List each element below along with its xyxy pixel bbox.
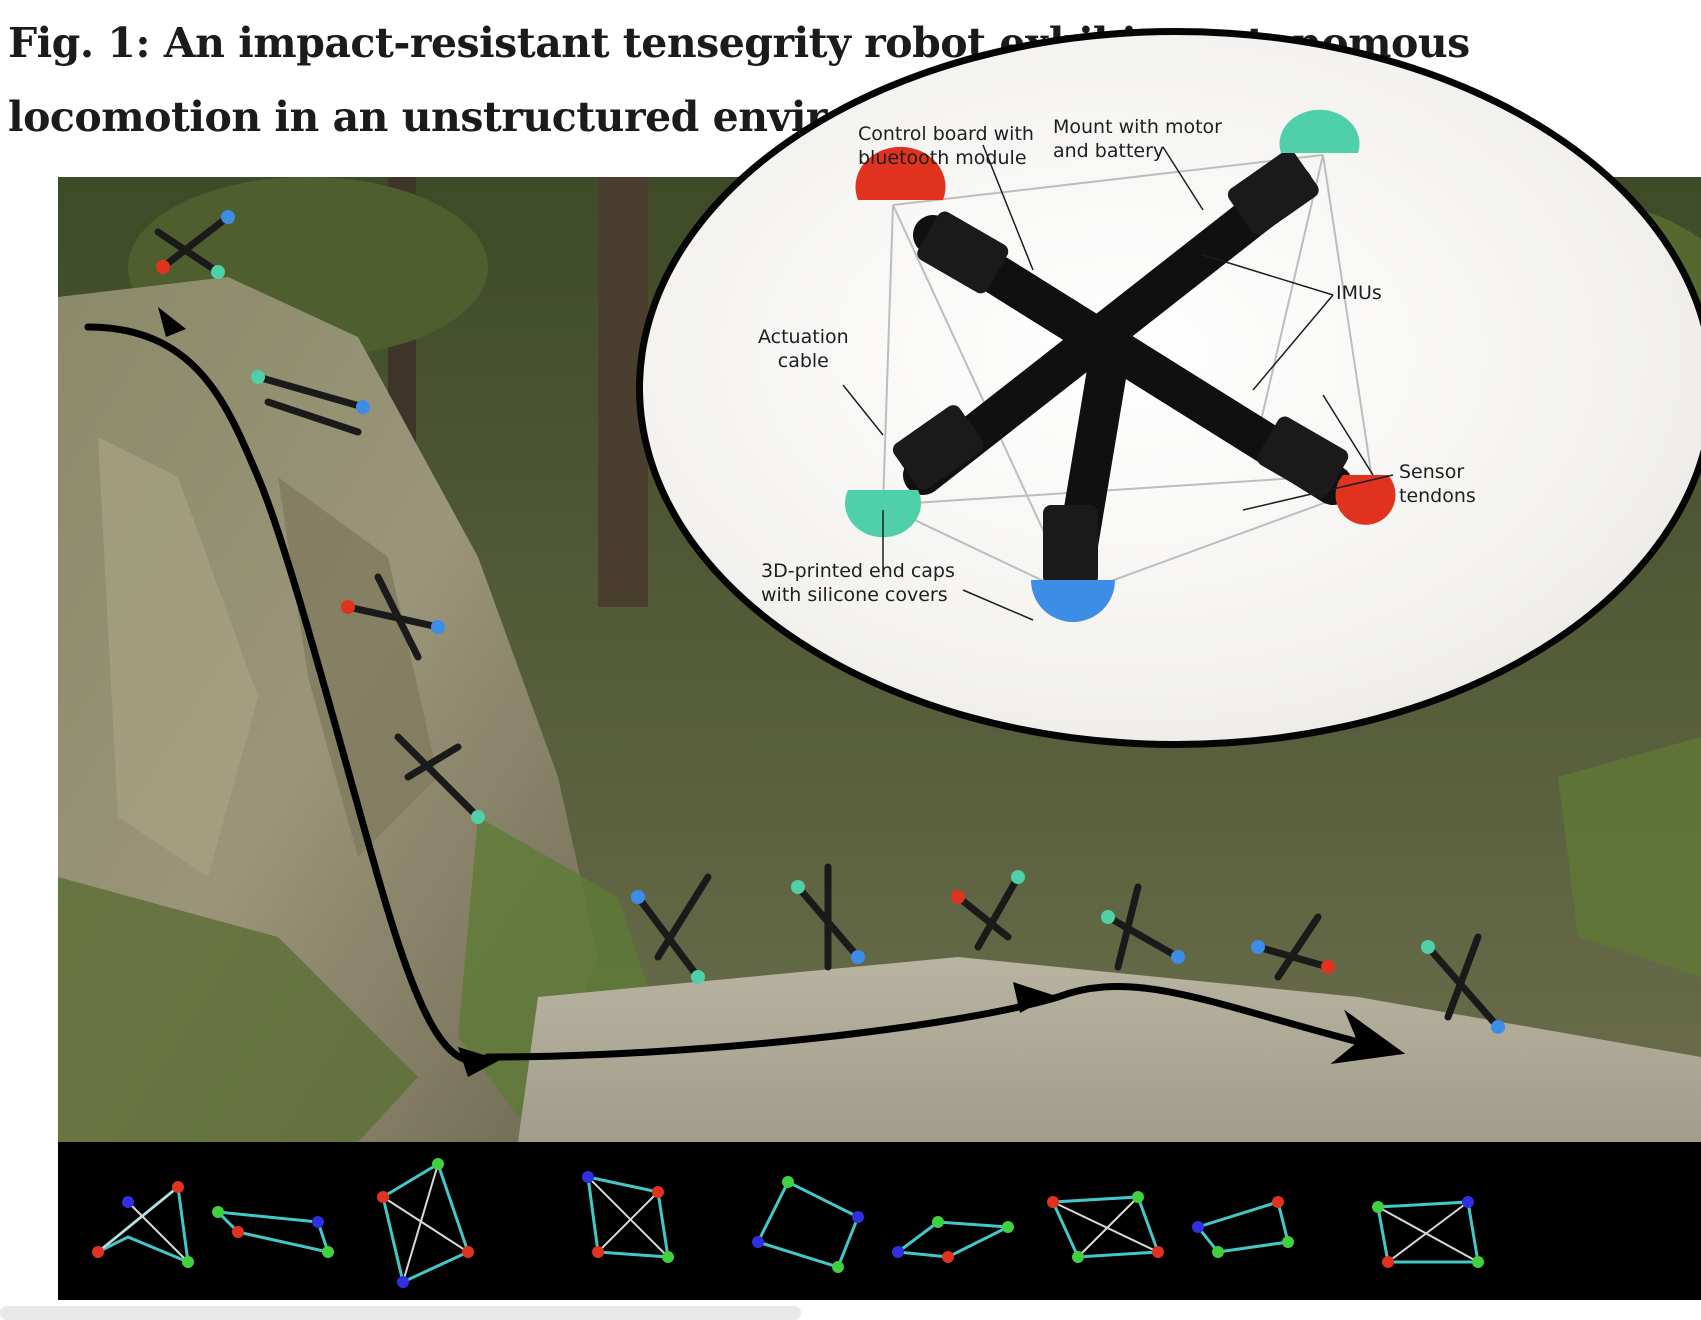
tensegrity-pose-reconstructions — [58, 1142, 1701, 1300]
tensegrity-robot-diagram — [842, 109, 1396, 622]
label-actuation-cable: Actuation cable — [758, 326, 849, 372]
label-sensor-tendons: Sensor tendons — [1399, 461, 1476, 507]
robot-closeup-inset: Control board with bluetooth module Moun… — [636, 28, 1701, 748]
horizontal-scrollbar[interactable] — [0, 1306, 801, 1320]
label-mount-motor-battery: Mount with motor and battery — [1053, 116, 1222, 162]
label-imus: IMUs — [1336, 282, 1382, 304]
label-control-board: Control board with bluetooth module — [858, 123, 1034, 169]
robot-poses-on-path — [154, 213, 1502, 1031]
label-end-caps: 3D-printed end caps with silicone covers — [761, 560, 955, 606]
robot-end-caps — [156, 210, 1505, 1034]
